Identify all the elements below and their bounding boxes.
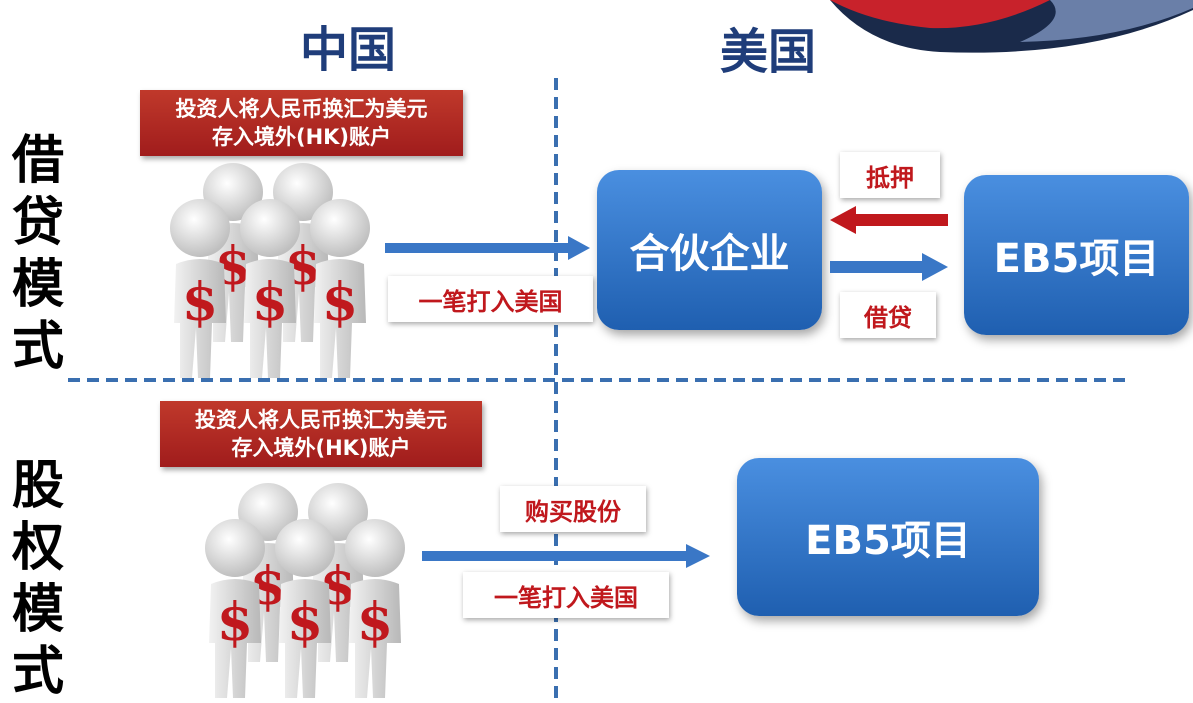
equity-mode-title: 股权模式 [8,455,68,703]
transfer-arrow [385,236,590,260]
equity-mode-note: 投资人将人民币换汇为美元 存入境外(HK)账户 [160,401,482,467]
note-line-2: 存入境外(HK)账户 [160,434,482,462]
loan-mode-title: 借贷模式 [8,130,68,378]
mortgage-label: 抵押 [840,152,940,198]
note-line-1: 投资人将人民币换汇为美元 [160,406,482,434]
loan-label: 借贷 [840,292,936,338]
note-line-1: 投资人将人民币换汇为美元 [140,95,463,123]
loan-arrow [830,253,948,281]
note-line-2: 存入境外(HK)账户 [140,123,463,151]
equity-project-box: EB5项目 [737,458,1039,616]
equity-transfer-arrow [422,544,710,568]
equity-transfer-label: 一笔打入美国 [463,572,669,618]
investor-group-icon: $ [165,160,380,365]
mortgage-arrow [830,206,948,234]
loan-mode-note: 投资人将人民币换汇为美元 存入境外(HK)账户 [140,90,463,156]
buy-shares-label: 购买股份 [500,486,646,532]
transfer-label: 一笔打入美国 [388,276,593,322]
loan-project-box: EB5项目 [964,175,1189,335]
investor-group-icon [200,480,415,685]
partnership-box: 合伙企业 [597,170,822,330]
